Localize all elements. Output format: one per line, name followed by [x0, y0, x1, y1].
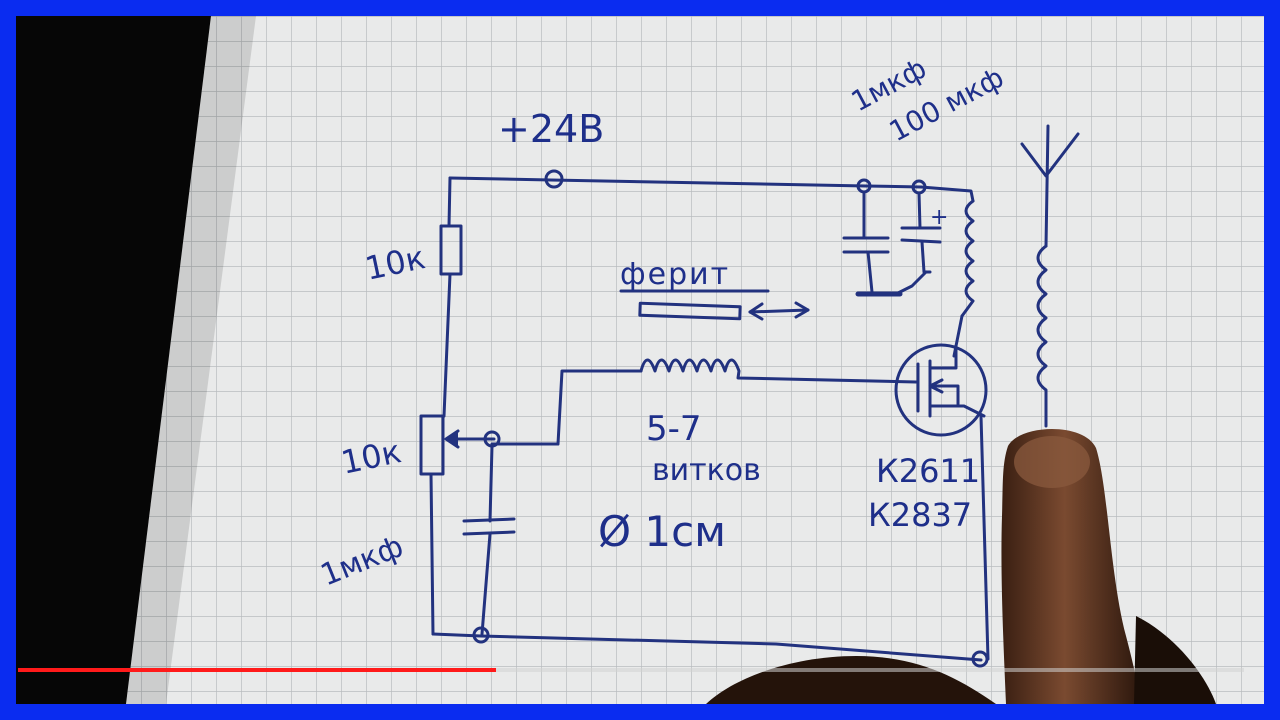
graph-paper [126, 16, 1264, 704]
wire-wiper-to-coil [490, 369, 643, 446]
antenna-symbol [1020, 124, 1080, 248]
mosfet-symbol [894, 343, 988, 437]
mosfet-arrowhead [928, 378, 944, 394]
supply-voltage-label: +24В [498, 107, 604, 151]
terminal-supply [544, 169, 564, 189]
wire-cap-bottom-down [480, 532, 492, 636]
wire-cap2-ground [894, 270, 928, 296]
transistor-label-2: К2837 [868, 496, 972, 534]
ferrite-rod [638, 301, 742, 321]
coil-diameter-label: Ø 1см [598, 507, 726, 556]
progress-bar[interactable] [18, 668, 1244, 672]
wire-cap-bottom-up [488, 444, 494, 523]
transistor-label-1: К2611 [876, 452, 980, 490]
ferrite-arrowhead-right [794, 301, 810, 319]
ferrite-adjust-arrow [748, 308, 810, 314]
antenna-coil [1036, 244, 1048, 428]
gate-coil [639, 358, 918, 384]
mosfet-drain-lead [928, 344, 958, 370]
wire-to-drain-coil [919, 185, 975, 203]
wire-left-top [447, 176, 452, 228]
wire-cap2-top [917, 191, 922, 230]
mosfet-source-lead [928, 404, 986, 418]
wire-left-middle [442, 272, 452, 418]
wire-bottom-rail [431, 632, 983, 662]
capacitor-polarity-label: + [930, 205, 948, 230]
wire-source [979, 414, 990, 661]
capacitor-bottom-plate-1 [462, 517, 516, 523]
wire-cap1-bottom [866, 250, 874, 294]
wire-top-rail [448, 176, 923, 189]
wire-left-bottom [429, 472, 435, 636]
paper-shadow [126, 16, 256, 704]
junction-ground [472, 626, 490, 644]
mosfet-body-arrow [928, 384, 960, 406]
video-frame: +24В 1мкф 100 мкф + 10к 10к 1мкф ферит 5… [126, 16, 1264, 704]
ferrite-label: ферит [620, 257, 730, 292]
wiper-arrowhead [444, 429, 460, 449]
video-player[interactable]: +24В 1мкф 100 мкф + 10к 10к 1мкф ферит 5… [16, 16, 1264, 704]
ferrite-arrowhead-left [748, 302, 764, 321]
coil-turns-unit-label: витков [652, 453, 761, 488]
progress-played [18, 668, 497, 672]
drain-coil [960, 199, 975, 318]
coil-turns-label: 5-7 [646, 409, 702, 449]
